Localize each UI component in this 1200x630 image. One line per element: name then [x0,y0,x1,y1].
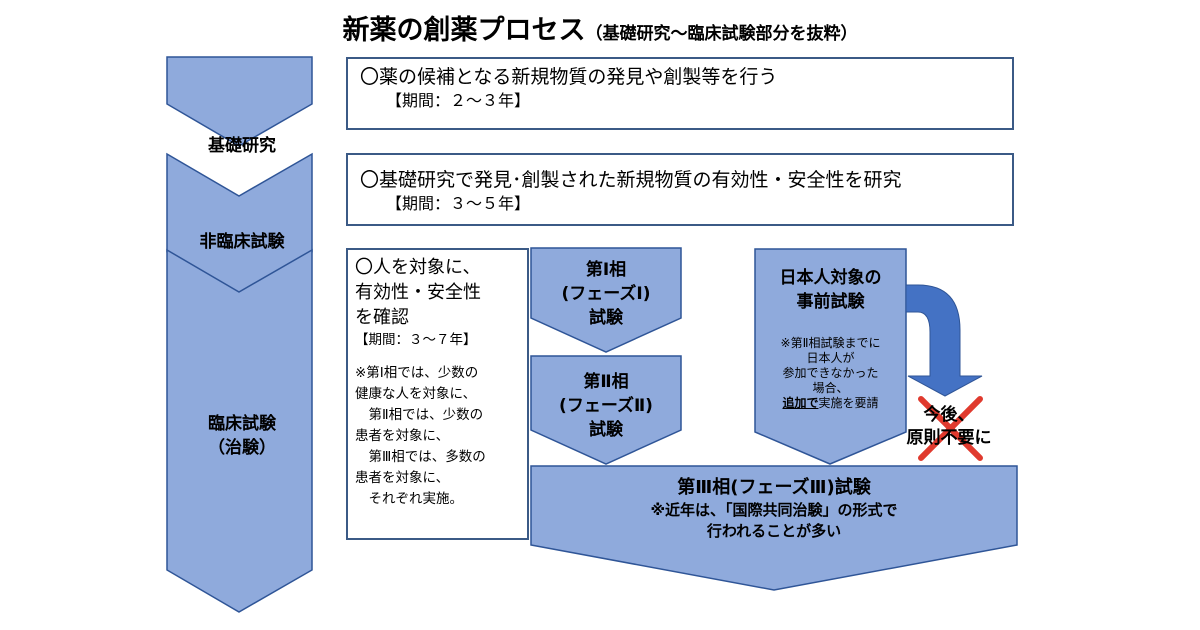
clinical-line: を確認 [355,307,409,328]
clinical-period: 【期間：３～７年】 [355,332,477,348]
page-title: 新薬の創薬プロセス（基礎研究～臨床試験部分を抜粋） [0,8,1200,47]
phase-label-nonclinical: 非臨床試験 [199,232,285,252]
basic-research-text: 〇薬の候補となる新規物質の発見や創製等を行う [360,66,778,88]
clinical-note-line: 健康な人を対象に、 [355,386,477,402]
japan-trial-label: 日本人対象の 事前試験 ※第Ⅱ相試験までに 日本人が 参加できなかった 場合、 … [755,266,906,411]
clinical-line: 有効性・安全性 [355,282,481,303]
basic-research-chevron [166,56,313,147]
cancel-cross-icon [918,396,983,461]
phase3-note: 行われることが多い [706,522,842,540]
basic-research-period: 【期間：２～３年】 [386,91,531,110]
basic-research-box: 〇薬の候補となる新規物質の発見や創製等を行う 【期間：２～３年】 [346,57,1014,130]
no-longer-line: 今後、 [923,405,975,425]
redirect-arrow-icon [905,284,983,397]
phase2-shape [530,355,682,465]
phase-label-basic: 基礎研究 [208,136,276,156]
clinical-label-line2: （治験） [208,438,276,458]
japan-trial-note: 日本人が [806,351,855,365]
japan-trial-note-last: 追加で実施を要請 [755,396,906,411]
title-main: 新薬の創薬プロセス [342,15,586,46]
phase1-shape [530,247,682,353]
clinical-description-box: 〇人を対象に、 有効性・安全性 を確認 【期間：３～７年】 ※第Ⅰ相では、少数の… [346,248,529,540]
clinical-note-line: 患者を対象に、 [355,428,450,444]
japan-trial-title: 事前試験 [796,292,865,312]
phase1-line: (フェーズⅠ) [561,284,651,304]
title-subtitle: （基礎研究～臨床試験部分を抜粋） [585,24,858,44]
phase3-note: ※近年は、「国際共同治験」の形式で [650,501,898,519]
phase3-label: 第Ⅲ相(フェーズⅢ)試験 ※近年は、「国際共同治験」の形式で 行われることが多い [531,476,1017,542]
clinical-note-line: 患者を対象に、 [355,470,450,486]
phase3-title: 第Ⅲ相(フェーズⅢ)試験 [677,477,871,498]
phase1-line: 第Ⅰ相 [585,260,627,280]
japan-trial-note: 場合、 [812,381,849,395]
phase3-shape [530,465,1018,591]
japan-trial-note: ※第Ⅱ相試験までに [780,336,881,350]
clinical-label-line1: 臨床試験 [208,414,276,434]
phase2-line: 第Ⅱ相 [583,372,629,392]
japan-trial-note-tail: 実施を要請 [818,396,879,410]
phase2-line: 試験 [589,420,623,440]
clinical-note-line: 第Ⅲ相では、多数の [355,449,486,465]
japan-trial-note: 参加できなかった [782,366,879,380]
phase1-label: 第Ⅰ相 (フェーズⅠ) 試験 [531,258,681,330]
japan-trial-shape [754,248,907,465]
nonclinical-period: 【期間：３～５年】 [386,194,531,213]
japan-trial-note-emphasis: 追加で [782,396,819,410]
phase2-line: (フェーズⅡ) [559,396,653,416]
clinical-note-line: 第Ⅱ相では、少数の [355,407,484,423]
clinical-note-line: ※第Ⅰ相では、少数の [355,365,479,381]
japan-trial-title: 日本人対象の [779,268,882,288]
clinical-line: 〇人を対象に、 [355,257,481,278]
clinical-chevron [166,248,313,613]
phase-label-clinical: 臨床試験 （治験） [172,412,312,460]
no-longer-line: 原則不要に [906,428,992,448]
clinical-note-line: それぞれ実施。 [355,491,463,507]
phase2-label: 第Ⅱ相 (フェーズⅡ) 試験 [531,370,681,442]
nonclinical-text: 〇基礎研究で発見･創製された新規物質の有効性・安全性を研究 [360,169,902,191]
nonclinical-box: 〇基礎研究で発見･創製された新規物質の有効性・安全性を研究 【期間：３～５年】 [346,153,1014,226]
no-longer-required-label: 今後、 原則不要に [894,404,1004,450]
phase1-line: 試験 [589,308,623,328]
